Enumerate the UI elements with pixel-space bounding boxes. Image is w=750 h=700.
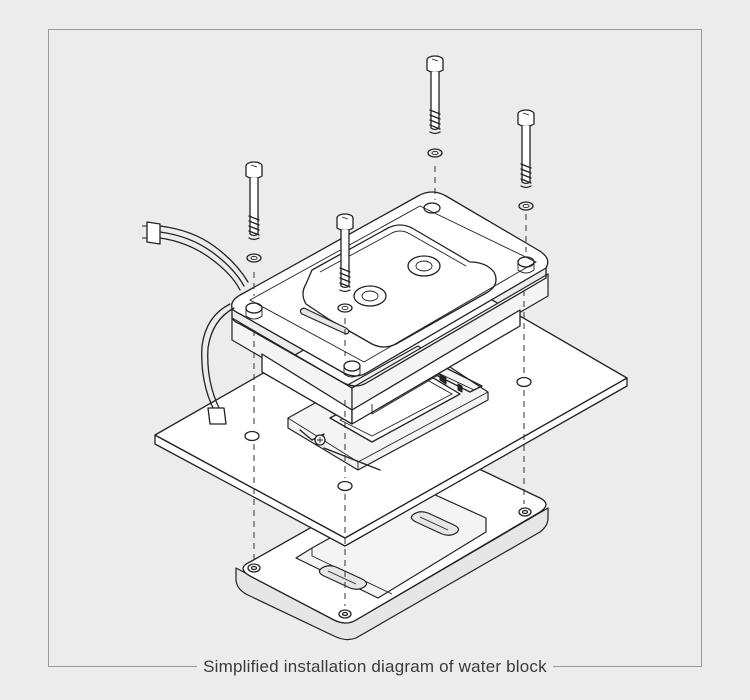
washer-right — [518, 201, 534, 211]
fan-cable — [142, 221, 249, 425]
alignment-lines — [253, 166, 527, 606]
screw-right — [517, 109, 535, 189]
cpu-socket — [287, 345, 489, 471]
screw-center — [336, 213, 354, 293]
caption-row: Simplified installation diagram of water… — [0, 655, 750, 679]
washer-back — [427, 148, 443, 158]
washer-center — [337, 303, 353, 313]
washer-left — [246, 253, 262, 263]
diagram-caption: Simplified installation diagram of water… — [197, 657, 553, 677]
screw-back — [426, 55, 444, 135]
water-block — [231, 191, 549, 425]
screw-left — [245, 161, 263, 241]
